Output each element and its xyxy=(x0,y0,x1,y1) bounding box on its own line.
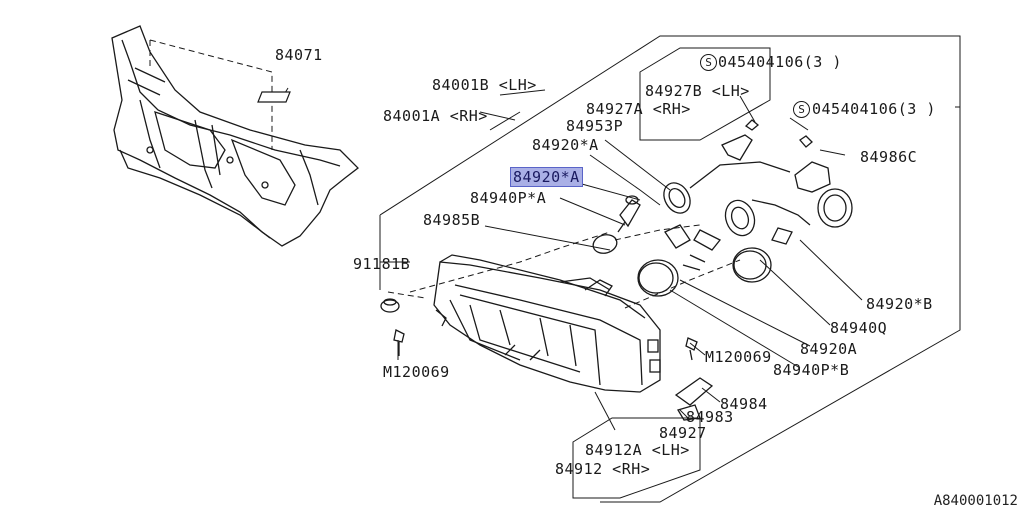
screw-symbol-top: S xyxy=(700,54,717,71)
label-84985B[interactable]: 84985B xyxy=(423,211,481,229)
label-045404106-mid[interactable]: 045404106(3 ) xyxy=(812,100,936,118)
label-84920A-star-selected[interactable]: 84920*A xyxy=(510,167,583,187)
label-M120069-left[interactable]: M120069 xyxy=(383,363,450,381)
label-84940P-A[interactable]: 84940P*A xyxy=(470,189,547,207)
label-84983[interactable]: 84983 xyxy=(686,408,734,426)
reference-code: A840001012 xyxy=(933,493,1018,509)
label-84927B-lh[interactable]: 84927B <LH> xyxy=(645,82,750,100)
label-84912A-lh[interactable]: 84912A <LH> xyxy=(585,441,690,459)
label-84940Q[interactable]: 84940Q xyxy=(830,319,888,337)
label-84984[interactable]: 84984 xyxy=(720,395,768,413)
radiator-support-panel[interactable] xyxy=(111,25,359,247)
screw-symbol-mid: S xyxy=(793,101,810,118)
label-84927[interactable]: 84927 xyxy=(659,424,707,442)
bulb-socket-assembly[interactable] xyxy=(659,161,853,245)
label-M120069-right[interactable]: M120069 xyxy=(705,348,772,366)
label-84953P[interactable]: 84953P xyxy=(566,117,624,135)
label-045404106-top[interactable]: 045404106(3 ) xyxy=(718,53,842,71)
label-84912-rh[interactable]: 84912 <RH> xyxy=(555,460,651,478)
label-84927A-rh[interactable]: 84927A <RH> xyxy=(586,100,691,118)
label-84940P-B[interactable]: 84940P*B xyxy=(773,361,850,379)
label-84001B-lh[interactable]: 84001B <LH> xyxy=(432,76,537,94)
headlamp-assembly[interactable] xyxy=(433,254,661,393)
label-84001A-rh[interactable]: 84001A <RH> xyxy=(383,107,488,125)
label-84920A-star[interactable]: 84920*A xyxy=(532,136,599,154)
label-91181B[interactable]: 91181B xyxy=(353,255,411,273)
label-84920B-star[interactable]: 84920*B xyxy=(866,295,933,313)
label-84986C[interactable]: 84986C xyxy=(860,148,918,166)
label-84071[interactable]: 84071 xyxy=(275,46,323,64)
label-84920A[interactable]: 84920A xyxy=(800,340,858,358)
